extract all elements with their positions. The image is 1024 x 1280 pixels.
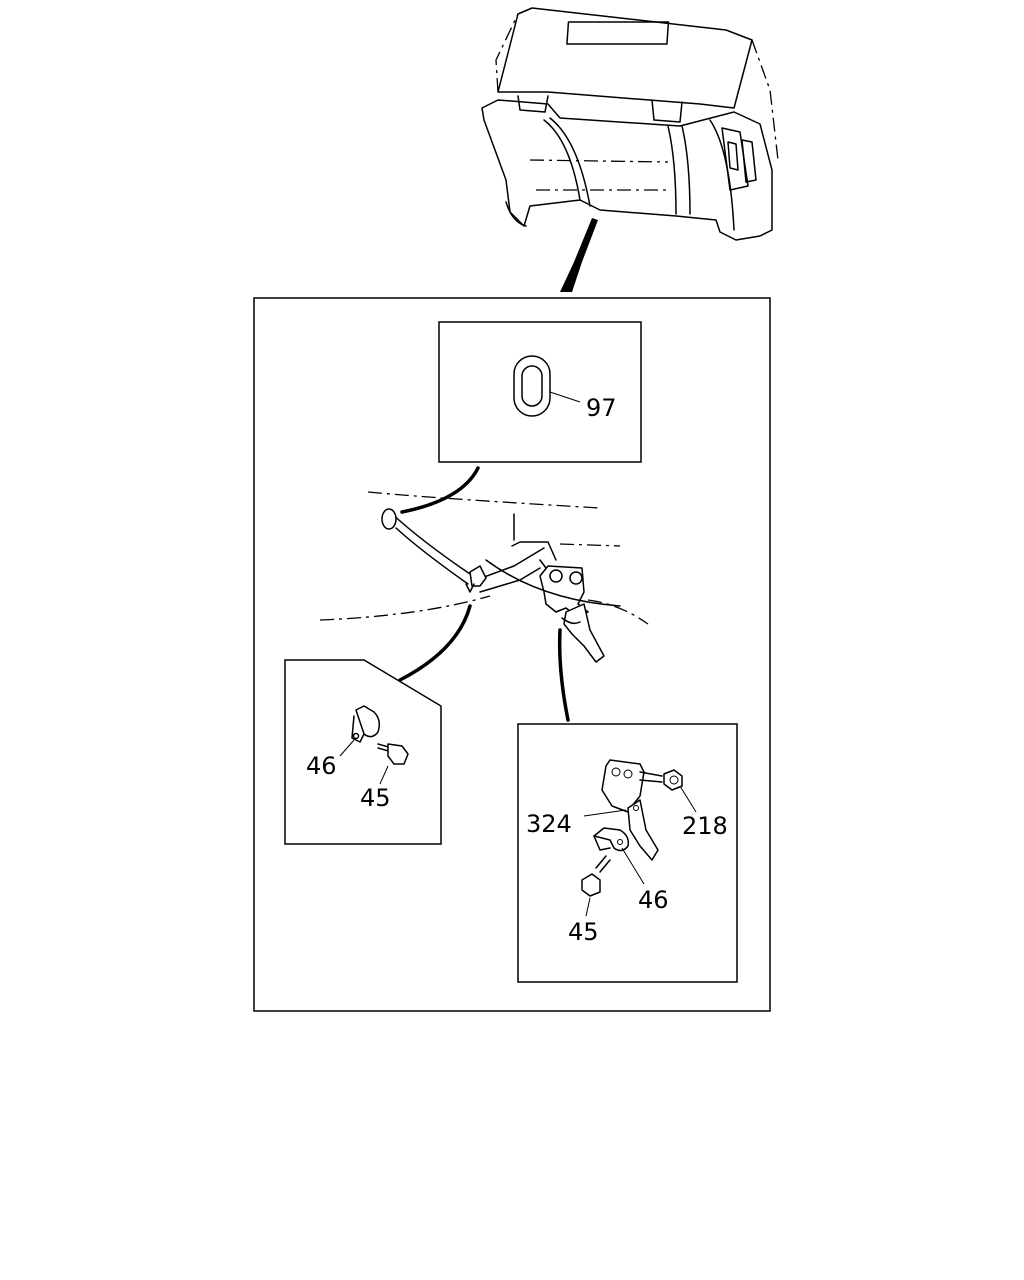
- grommet-inset: 97: [438, 321, 642, 463]
- chassis-hose-view: [319, 491, 649, 663]
- clip-inset-left: 46 45: [284, 659, 442, 845]
- callout-46-right: 46: [638, 886, 669, 914]
- bracket-inset-right: 324 218 46 45: [517, 723, 738, 983]
- vehicle-cab-illustration: [481, 7, 779, 292]
- leader-left-inset: [398, 604, 472, 682]
- callout-45-right: 45: [568, 918, 599, 946]
- callout-97: 97: [586, 394, 617, 422]
- callout-324: 324: [526, 810, 572, 838]
- leader-right-inset: [557, 628, 570, 722]
- callout-218: 218: [682, 812, 728, 840]
- callout-45-left: 45: [360, 784, 391, 812]
- leader-grommet: [400, 466, 480, 514]
- callout-46-left: 46: [306, 752, 337, 780]
